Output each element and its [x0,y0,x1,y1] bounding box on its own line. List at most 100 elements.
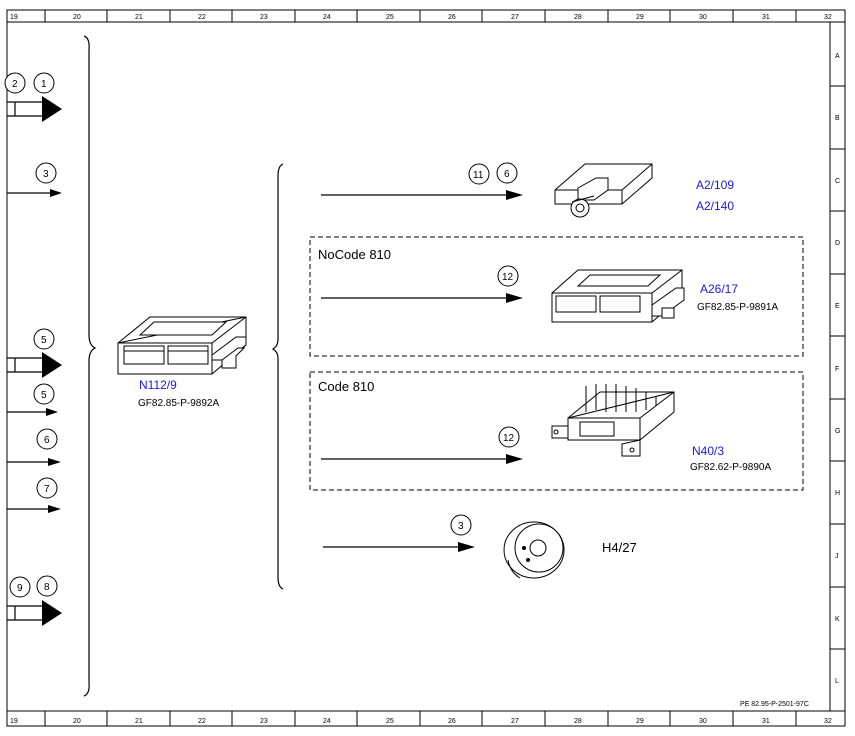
signal-arrow-5 [7,408,58,416]
n40-ref: GF82.62-P-9890A [690,462,771,473]
ref-circle-9 [9,576,31,598]
column-label-21-bottom: 21 [135,718,143,725]
arrow-to-a2 [321,190,523,200]
column-label-23-bottom: 23 [260,718,268,725]
ref-label-6: 6 [44,435,50,446]
ref-label-5b: 5 [41,390,47,401]
row-label-G: G [835,428,840,435]
ref-circle-6 [36,428,58,450]
ref-label-7: 7 [44,484,50,495]
right-brace [271,163,284,590]
antenna-module-icon [554,163,653,218]
row-label-K: K [835,616,840,623]
amplifier-n40-icon [551,384,675,457]
bus-arrow-1 [7,96,62,122]
ref-circle-1 [33,72,55,94]
column-label-24-top: 24 [323,14,331,21]
arrow-to-h4 [323,542,475,552]
code-label: Code 810 [318,379,374,394]
row-label-J: J [835,553,839,560]
column-label-20-bottom: 20 [73,718,81,725]
left-brace [83,35,97,697]
bus-arrow-5 [7,352,62,378]
ref-circle-12a [497,265,519,287]
a2-140-id: A2/140 [696,199,734,213]
signal-arrow-7 [7,505,61,513]
ref-circle-12b [498,426,520,448]
no-code-810-box [309,236,804,357]
ref-label-9: 9 [17,583,23,594]
diagram-frame [6,9,846,727]
column-label-19-top: 19 [10,14,18,21]
column-label-28-top: 28 [574,14,582,21]
row-label-A: A [835,53,840,60]
signal-arrow-3 [7,189,62,197]
column-label-26-top: 26 [448,14,456,21]
column-ticks: 1919202021212222232324242525262627272828… [10,10,832,726]
column-label-25-bottom: 25 [386,718,394,725]
row-label-F: F [835,366,839,373]
column-label-28-bottom: 28 [574,718,582,725]
arrow-to-n40 [321,454,523,464]
ref-circle-5b [33,383,55,405]
drawing-id: PE 82.95-P-2501-97C [740,701,809,708]
ref-label-11: 11 [473,170,484,181]
control-unit-n112-icon [117,316,247,375]
speaker-icon [503,521,565,579]
n112-id: N112/9 [139,378,177,392]
row-label-C: C [835,178,840,185]
ref-circle-3 [35,162,57,184]
a26-ref: GF82.85-P-9891A [697,302,778,313]
h4-id: H4/27 [602,540,637,555]
ref-label-1: 1 [41,79,47,90]
column-label-31-top: 31 [762,14,770,21]
no-code-label: NoCode 810 [318,247,391,262]
n40-id: N40/3 [692,444,724,458]
ref-circle-8 [36,575,58,597]
column-label-27-top: 27 [511,14,519,21]
column-label-19-bottom: 19 [10,718,18,725]
column-label-32-bottom: 32 [824,718,832,725]
column-label-26-bottom: 26 [448,718,456,725]
row-label-L: L [835,678,839,685]
arrow-to-a26 [321,293,523,303]
a2-109-id: A2/109 [696,178,734,192]
row-label-E: E [835,303,840,310]
column-label-20-top: 20 [73,14,81,21]
column-label-32-top: 32 [824,14,832,21]
code-810-box [309,371,804,491]
column-label-30-top: 30 [699,14,707,21]
a26-id: A26/17 [700,282,738,296]
n112-ref: GF82.85-P-9892A [138,398,219,409]
row-label-H: H [835,490,840,497]
column-label-27-bottom: 27 [511,718,519,725]
column-label-22-bottom: 22 [198,718,206,725]
column-label-24-bottom: 24 [323,718,331,725]
column-label-25-top: 25 [386,14,394,21]
row-ticks: A B C D E F G H J K L [830,53,845,685]
ref-circle-3-right [450,514,472,536]
column-label-29-bottom: 29 [636,718,644,725]
ref-label-8: 8 [44,582,50,593]
ref-circle-2 [4,72,26,94]
ref-label-6-top: 6 [504,169,510,180]
ref-circle-7 [36,477,58,499]
row-label-B: B [835,115,840,122]
column-label-22-top: 22 [198,14,206,21]
ref-label-3-right: 3 [458,521,464,532]
column-label-31-bottom: 31 [762,718,770,725]
signal-arrow-6 [7,458,61,466]
ref-label-2: 2 [12,79,18,90]
ref-label-5a: 5 [41,335,47,346]
row-label-D: D [835,240,840,247]
ref-circle-5a [33,328,55,350]
column-label-23-top: 23 [260,14,268,21]
ref-circle-6-top [496,162,518,184]
column-label-29-top: 29 [636,14,644,21]
ref-circle-11 [468,163,490,185]
ref-label-3: 3 [43,169,49,180]
bus-arrow-8 [7,600,62,626]
column-label-30-bottom: 30 [699,718,707,725]
column-label-21-top: 21 [135,14,143,21]
